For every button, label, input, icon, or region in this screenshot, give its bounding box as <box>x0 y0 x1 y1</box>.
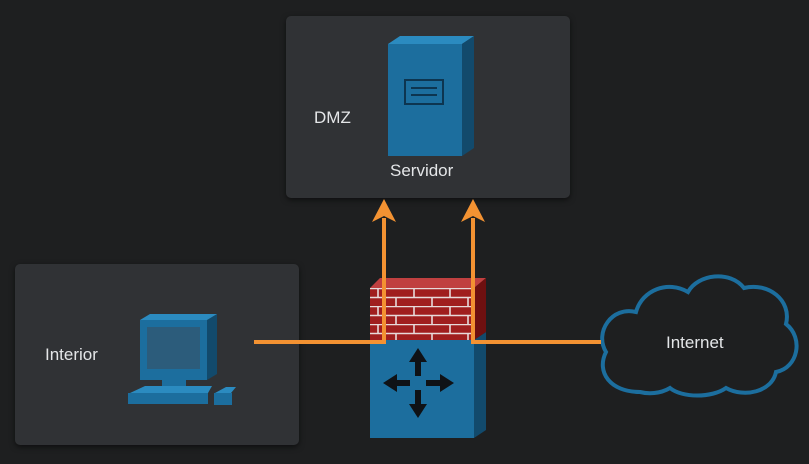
internet-label: Internet <box>666 333 724 352</box>
interior-to-dmz-link <box>254 218 386 344</box>
connection-lines <box>254 218 601 344</box>
firewall-icon <box>370 278 486 340</box>
interior-label: Interior <box>45 345 98 364</box>
arrowhead-internet <box>461 199 485 222</box>
router-icon <box>370 332 486 438</box>
internet-to-dmz-link <box>471 218 601 344</box>
server-icon <box>388 36 474 156</box>
workstation-icon <box>128 314 236 405</box>
arrowhead-interior <box>372 199 396 222</box>
server-label: Servidor <box>390 161 454 180</box>
dmz-label: DMZ <box>314 108 351 127</box>
cloud-icon <box>600 274 799 398</box>
